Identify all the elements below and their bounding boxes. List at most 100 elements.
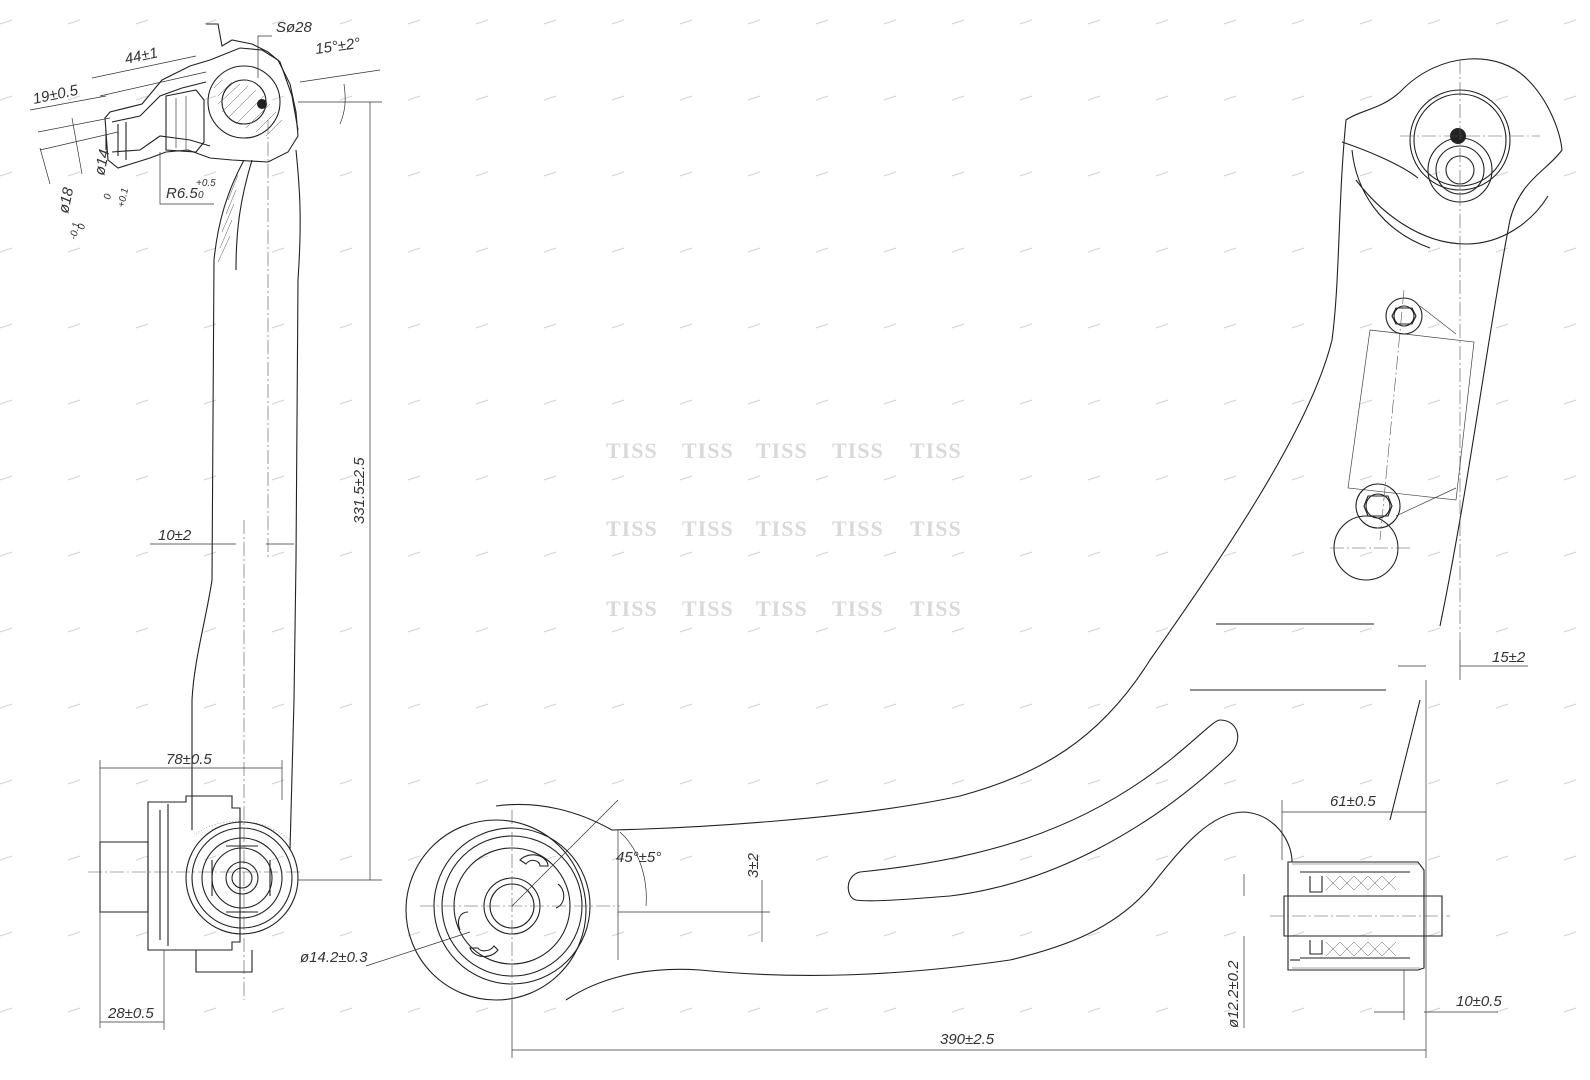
background-dash bbox=[747, 627, 761, 633]
background-dash bbox=[1155, 171, 1169, 177]
background-dash bbox=[883, 1007, 897, 1013]
background-dash bbox=[543, 703, 557, 709]
background-dash bbox=[1359, 171, 1373, 177]
label-radius: R6.5 bbox=[166, 185, 198, 202]
watermark-text: TISS bbox=[910, 596, 962, 621]
label-len-390: 390±2.5 bbox=[940, 1031, 995, 1048]
background-dash bbox=[271, 627, 285, 633]
background-dash bbox=[339, 475, 353, 481]
background-dash bbox=[339, 779, 353, 785]
background-dash bbox=[679, 19, 693, 25]
background-dash bbox=[339, 551, 353, 557]
background-dash bbox=[815, 399, 829, 405]
background-dash bbox=[543, 779, 557, 785]
background-dash bbox=[1563, 399, 1577, 405]
label-angle-45: 45°±5° bbox=[616, 849, 661, 866]
label-len-10-5: 10±0.5 bbox=[1456, 993, 1502, 1010]
watermark-text: TISS bbox=[606, 596, 658, 621]
background-dash bbox=[135, 95, 149, 101]
background-dash bbox=[1291, 19, 1305, 25]
background-dash bbox=[1427, 399, 1441, 405]
background-dash bbox=[1155, 399, 1169, 405]
background-dash bbox=[1019, 247, 1033, 253]
watermark-text: TISS bbox=[756, 596, 808, 621]
background-dash bbox=[1563, 171, 1577, 177]
background-dash bbox=[1495, 323, 1509, 329]
background-dash bbox=[883, 779, 897, 785]
background-dash bbox=[67, 779, 81, 785]
background-dash bbox=[1359, 779, 1373, 785]
background-dash bbox=[135, 475, 149, 481]
background-dash bbox=[1019, 551, 1033, 557]
vertical-arm bbox=[191, 120, 301, 1000]
watermark-text: TISS bbox=[832, 596, 884, 621]
background-dash bbox=[1223, 551, 1237, 557]
background-dash bbox=[339, 323, 353, 329]
background-dash bbox=[475, 19, 489, 25]
background-dash bbox=[1223, 399, 1237, 405]
background-dash bbox=[1223, 247, 1237, 253]
left-view bbox=[29, 23, 382, 1030]
background-dash bbox=[815, 779, 829, 785]
left-dimensions bbox=[29, 35, 382, 1030]
background-dash bbox=[1495, 627, 1509, 633]
background-dash bbox=[883, 931, 897, 937]
background-dash bbox=[611, 323, 625, 329]
background-dash bbox=[611, 1007, 625, 1013]
background-dash bbox=[475, 323, 489, 329]
background-dash bbox=[747, 931, 761, 937]
background-dash bbox=[1427, 931, 1441, 937]
background-dash bbox=[815, 475, 829, 481]
background-dash bbox=[1019, 931, 1033, 937]
background-dash bbox=[475, 703, 489, 709]
background-dash bbox=[0, 95, 13, 101]
background-dash bbox=[1155, 627, 1169, 633]
background-dash bbox=[203, 855, 217, 861]
background-dash bbox=[0, 703, 13, 709]
background-dash bbox=[1427, 19, 1441, 25]
background-dash bbox=[1427, 779, 1441, 785]
background-dash bbox=[679, 855, 693, 861]
background-dash bbox=[883, 247, 897, 253]
background-dash bbox=[1155, 855, 1169, 861]
slot bbox=[847, 719, 1239, 902]
background-dash bbox=[1359, 19, 1373, 25]
background-dash bbox=[1019, 171, 1033, 177]
background-dash bbox=[1563, 475, 1577, 481]
background-dash bbox=[1359, 855, 1373, 861]
background-dash bbox=[1359, 399, 1373, 405]
background-dash bbox=[1495, 95, 1509, 101]
label-dia-18-tol2: -0.1 bbox=[68, 221, 82, 240]
background-dash bbox=[271, 703, 285, 709]
background-dash bbox=[679, 323, 693, 329]
background-dash bbox=[815, 551, 829, 557]
label-radius-tol: +0.5 bbox=[196, 178, 216, 189]
background-dash bbox=[339, 1007, 353, 1013]
background-dash bbox=[339, 171, 353, 177]
background-dash bbox=[951, 399, 965, 405]
background-dash bbox=[1087, 95, 1101, 101]
label-dia-14: ø14 bbox=[91, 148, 113, 177]
background-dash bbox=[679, 399, 693, 405]
watermark-text: TISS bbox=[910, 516, 962, 541]
background-dash bbox=[815, 1007, 829, 1013]
label-dia-12-2: ø12.2±0.2 bbox=[1225, 960, 1242, 1028]
background-dash bbox=[815, 171, 829, 177]
background-dash bbox=[611, 247, 625, 253]
control-arm bbox=[495, 58, 1563, 1001]
background-dash bbox=[1427, 323, 1441, 329]
background-dash bbox=[135, 323, 149, 329]
background-dash bbox=[271, 399, 285, 405]
background-dash bbox=[1087, 1007, 1101, 1013]
background-dash bbox=[67, 931, 81, 937]
label-width-78: 78±0.5 bbox=[166, 751, 212, 768]
label-dia-14-tol2: 0 bbox=[102, 192, 114, 200]
background-dash bbox=[67, 1007, 81, 1013]
watermark-text: TISS bbox=[832, 438, 884, 463]
background-dash bbox=[1359, 703, 1373, 709]
background-dash bbox=[339, 627, 353, 633]
background-dash bbox=[883, 551, 897, 557]
background-dash bbox=[1019, 779, 1033, 785]
background-dash bbox=[1495, 475, 1509, 481]
background-dash bbox=[0, 399, 13, 405]
